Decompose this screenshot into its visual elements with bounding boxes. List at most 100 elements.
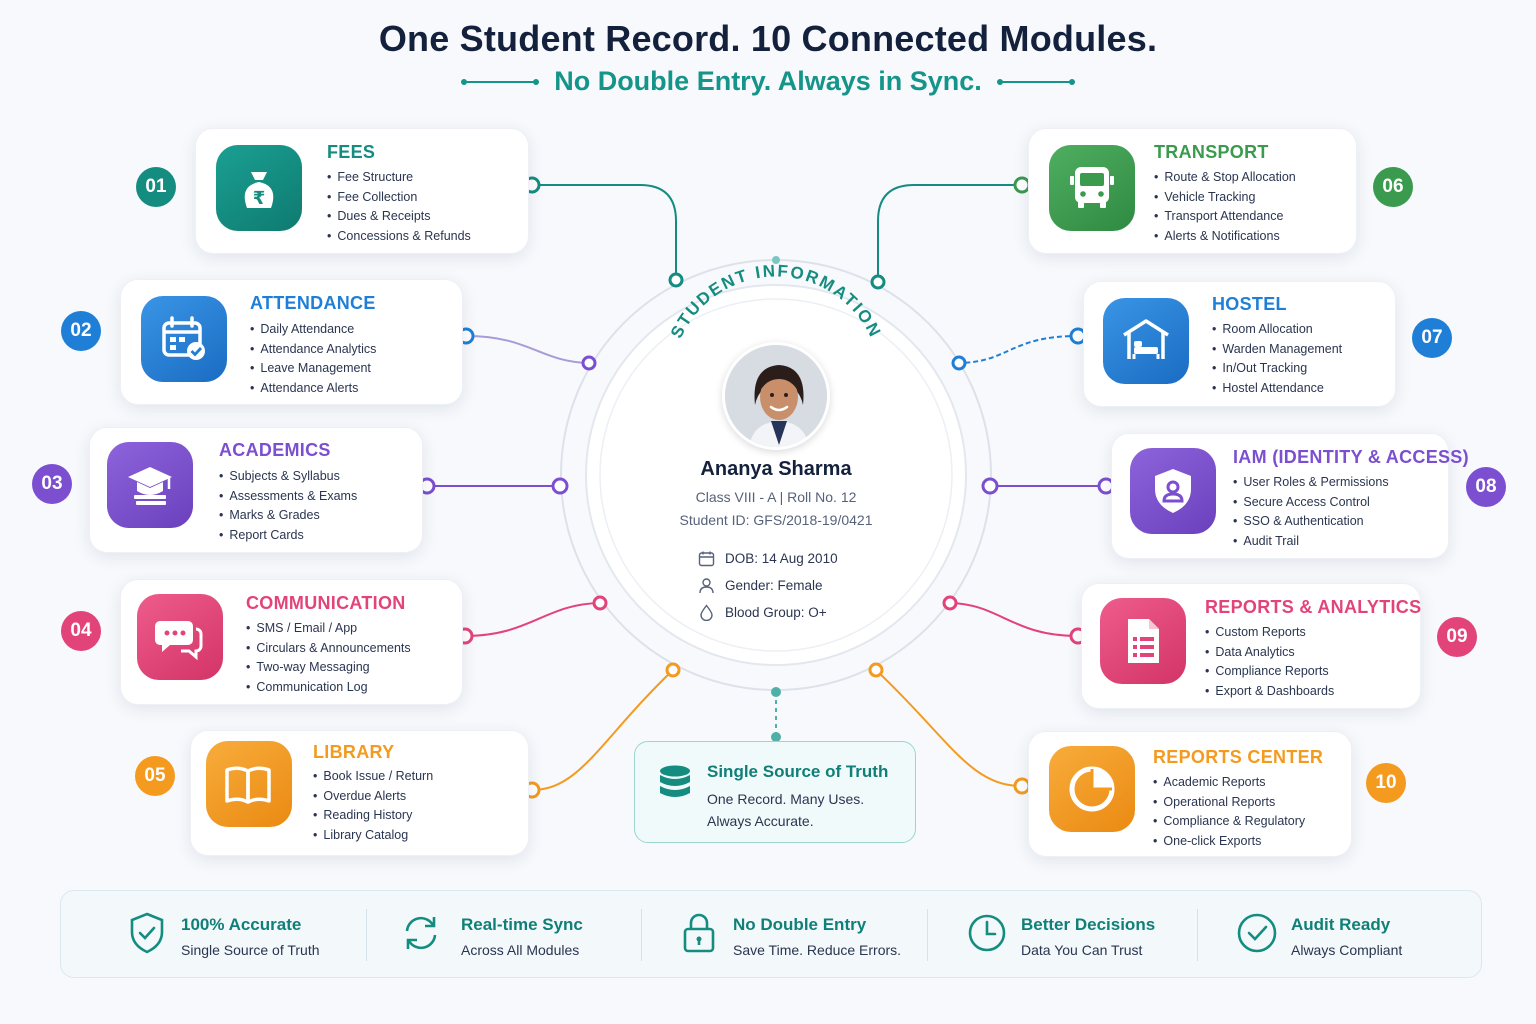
footer-divider	[366, 909, 367, 961]
page-title: One Student Record. 10 Connected Modules…	[378, 18, 1158, 59]
module-title: TRANSPORT	[1154, 142, 1269, 162]
module-feature-item: Transport Attendance	[1154, 207, 1296, 227]
module-feature-item: Audit Trail	[1233, 532, 1389, 552]
open-book-icon	[225, 766, 271, 804]
database-icon	[660, 765, 690, 797]
module-feature-item: Fee Structure	[327, 168, 471, 188]
module-feature-item: Marks & Grades	[219, 506, 357, 526]
footer-divider	[641, 909, 642, 961]
truth-line-1: One Record. Many Uses.	[707, 791, 865, 807]
module-feature-list: Subjects & SyllabusAssessments & ExamsMa…	[219, 467, 357, 545]
module-feature-item: Two-way Messaging	[246, 658, 411, 678]
module-feature-item: Daily Attendance	[250, 320, 376, 340]
module-feature-item: SMS / Email / App	[246, 619, 411, 639]
node-transport-ring	[870, 274, 886, 290]
module-title: HOSTEL	[1212, 294, 1287, 314]
module-feature-item: Book Issue / Return	[313, 767, 433, 787]
node-truth-ring	[771, 687, 781, 697]
feature-no-double-entry-title: No Double Entry	[733, 915, 867, 934]
module-feature-item: Vehicle Tracking	[1154, 188, 1296, 208]
module-feature-item: Fee Collection	[327, 188, 471, 208]
subtitle-row: No Double Entry. Always in Sync.	[0, 66, 1536, 97]
check-circle-icon	[1237, 913, 1277, 953]
student-dob: DOB: 14 Aug 2010	[698, 550, 838, 567]
page-subtitle: No Double Entry. Always in Sync.	[554, 66, 982, 96]
module-feature-item: Compliance & Regulatory	[1153, 812, 1305, 832]
calendar-check-icon	[162, 316, 205, 360]
graduation-cap-icon	[128, 467, 172, 505]
footer-divider	[927, 909, 928, 961]
node-attendance-ring	[581, 355, 597, 371]
student-avatar	[722, 342, 830, 450]
module-feature-item: Data Analytics	[1205, 643, 1334, 663]
node-communication-ring	[592, 595, 608, 611]
module-title: ACADEMICS	[219, 440, 331, 460]
module-feature-item: Hostel Attendance	[1212, 379, 1342, 399]
module-number-badge: 03	[32, 464, 72, 504]
student-gender: Gender: Female	[698, 577, 823, 594]
shield-check-icon	[130, 912, 164, 954]
bed-house-icon	[1123, 319, 1169, 359]
module-feature-item: Circulars & Announcements	[246, 639, 410, 659]
module-feature-item: Compliance Reports	[1205, 662, 1334, 682]
node-reports-center-ring	[868, 662, 884, 678]
module-feature-item: Operational Reports	[1153, 793, 1305, 813]
module-feature-item: Alerts & Notifications	[1154, 227, 1296, 247]
module-number-badge: 08	[1466, 467, 1506, 507]
sync-arrows-icon	[405, 916, 437, 950]
module-number-badge: 10	[1366, 763, 1406, 803]
module-feature-list: Book Issue / ReturnOverdue AlertsReading…	[313, 767, 433, 845]
module-title: COMMUNICATION	[246, 593, 406, 613]
module-icon-tile: ₹	[216, 145, 302, 231]
person-icon	[699, 578, 714, 594]
feature-sync-title: Real-time Sync	[461, 915, 583, 934]
module-icon-tile	[206, 741, 292, 827]
module-feature-item: Attendance Analytics	[250, 340, 376, 360]
module-feature-list: Academic ReportsOperational ReportsCompl…	[1153, 773, 1305, 851]
module-icon-tile	[1130, 448, 1216, 534]
student-gender-text: Gender: Female	[725, 578, 823, 593]
module-feature-list: Custom ReportsData AnalyticsCompliance R…	[1205, 623, 1334, 701]
node-truth-card	[771, 732, 781, 742]
calendar-icon	[698, 551, 715, 567]
feature-decisions-sub: Data You Can Trust	[1021, 942, 1143, 958]
clock-check-icon	[968, 914, 1006, 952]
module-feature-item: Communication Log	[246, 678, 411, 698]
node-hostel-ring	[951, 355, 967, 371]
wire-fees	[532, 184, 677, 280]
chat-bubbles-icon	[155, 621, 203, 661]
module-title: FEES	[327, 142, 376, 162]
student-portrait-icon	[725, 345, 827, 447]
wire-reports-analytics	[949, 602, 1079, 637]
module-feature-item: User Roles & Permissions	[1233, 473, 1388, 493]
module-feature-item: SSO & Authentication	[1233, 512, 1389, 532]
module-feature-item: Custom Reports	[1205, 623, 1334, 643]
module-feature-item: Concessions & Refunds	[327, 227, 470, 247]
truth-line-2: Always Accurate.	[707, 813, 814, 829]
lock-icon	[683, 913, 715, 953]
node-academics-ring	[551, 477, 569, 495]
node-transport-card	[1013, 176, 1031, 194]
module-icon-tile	[141, 296, 227, 382]
wire-library	[531, 669, 674, 791]
inner-ring	[599, 298, 953, 652]
top-ring-dot	[772, 256, 780, 264]
module-feature-item: Warden Management	[1212, 340, 1342, 360]
module-feature-item: One-click Exports	[1153, 832, 1305, 852]
module-feature-item: Export & Dashboards	[1205, 682, 1334, 702]
module-feature-item: In/Out Tracking	[1212, 359, 1342, 379]
pie-chart-icon	[1069, 766, 1115, 812]
module-icon-tile	[137, 594, 223, 680]
student-id: Student ID: GFS/2018-19/0421	[679, 512, 873, 528]
module-feature-item: Room Allocation	[1212, 320, 1342, 340]
module-icon-tile	[1100, 598, 1186, 684]
module-feature-item: Report Cards	[219, 526, 357, 546]
module-number-badge: 01	[136, 167, 176, 207]
module-feature-list: SMS / Email / AppCirculars & Announcemen…	[246, 619, 411, 698]
module-icon-tile	[107, 442, 193, 528]
benefits-bar: 100% Accurate Single Source of Truth Rea…	[60, 890, 1482, 978]
module-number-badge: 04	[61, 611, 101, 651]
student-blood-group: Blood Group: O+	[698, 604, 827, 621]
feature-accurate-title: 100% Accurate	[181, 915, 302, 934]
module-feature-list: Route & Stop AllocationVehicle TrackingT…	[1154, 168, 1296, 247]
